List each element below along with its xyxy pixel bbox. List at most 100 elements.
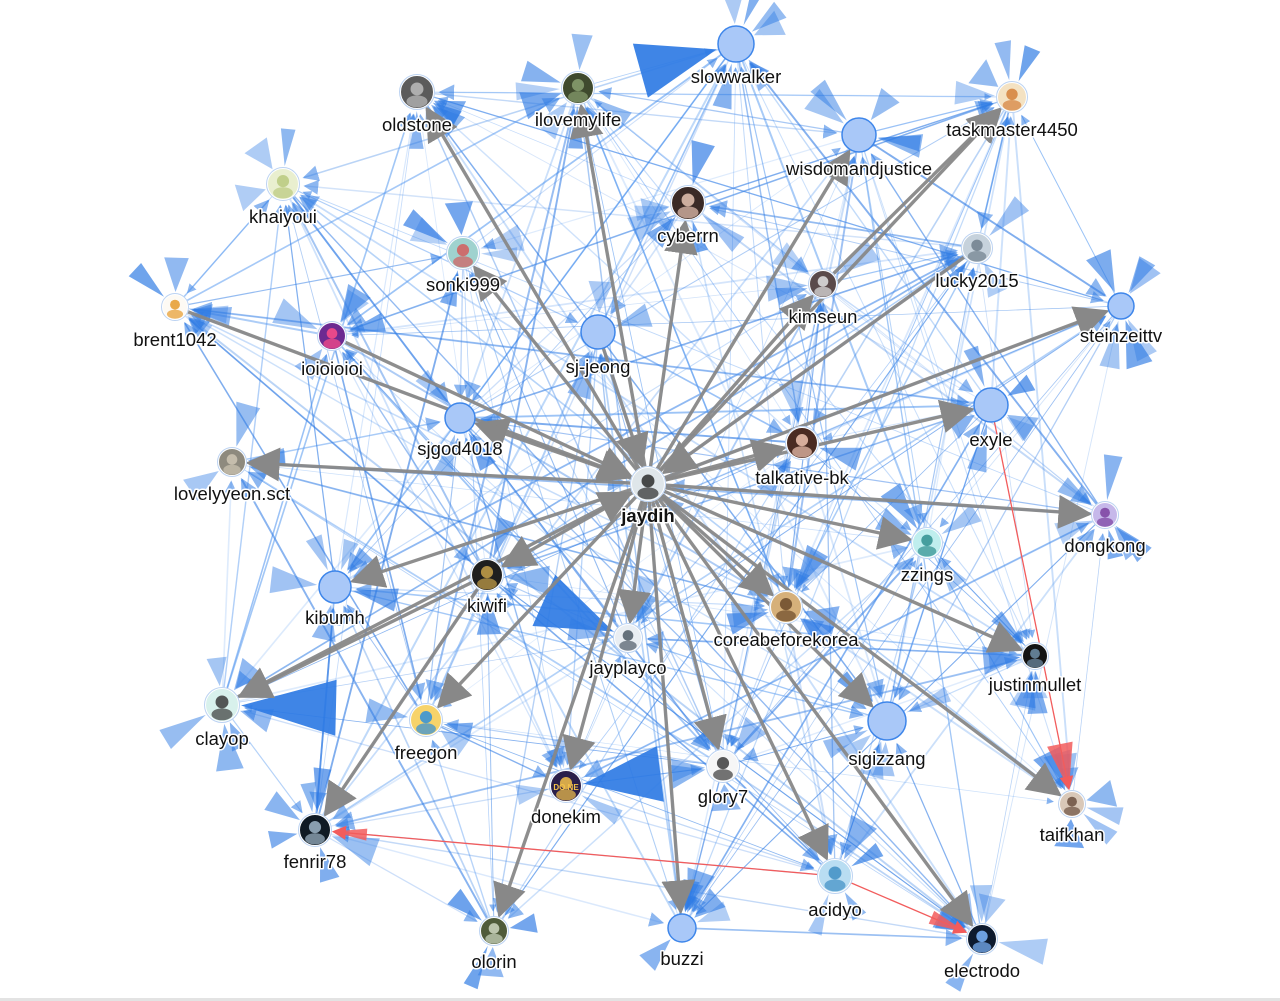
avatar-photo-icon (808, 269, 838, 299)
node-sj-jeong[interactable] (580, 314, 616, 350)
red-edge-exyle-to-taifkhan (990, 404, 1074, 791)
node-kiwifi[interactable] (470, 558, 504, 592)
node-ioioioioi[interactable] (317, 321, 347, 351)
node-sonki999[interactable] (446, 236, 480, 270)
arrowhead-sigizzang (872, 742, 895, 777)
edge-jayplayco-to-steinzeittv (627, 316, 1106, 639)
arrowhead-zzings (941, 504, 982, 535)
edge-glory7-to-zzings (722, 557, 915, 767)
node-lovelyyeon.sct[interactable] (217, 447, 247, 477)
node-circle[interactable] (717, 25, 755, 63)
node-oldstone[interactable] (399, 74, 435, 110)
node-circle[interactable] (580, 314, 616, 350)
node-slowwalker[interactable] (717, 25, 755, 63)
arrowhead-fenrir78 (320, 847, 340, 883)
node-dongkong[interactable] (1091, 501, 1119, 529)
arrowhead-lucky2015 (942, 261, 967, 290)
edge-olorin-to-lovelyyeon.sct (240, 477, 495, 932)
edge-electrodo-to-justinmullet (981, 673, 1035, 940)
edge-sjgod4018-to-lucky2015 (459, 251, 959, 419)
node-fenrir78[interactable] (298, 813, 332, 847)
node-brent1042[interactable] (161, 293, 189, 321)
avatar-field-icon (266, 167, 300, 201)
node-circle[interactable] (1107, 292, 1135, 320)
node-label-sigizzang: sigizzang (848, 748, 925, 769)
node-circle[interactable] (841, 117, 877, 153)
node-cyberrn[interactable] (670, 185, 706, 221)
node-circle[interactable] (867, 701, 907, 741)
edge-khaiyoui-to-glory7 (282, 183, 711, 750)
node-taifkhan[interactable] (1058, 790, 1086, 818)
arrowhead-brent1042 (189, 305, 229, 324)
arrowhead-sigizzang (906, 686, 952, 713)
arrowhead-slowwalker (748, 59, 778, 92)
heavy-edge-kiwifi-to-fenrir78 (323, 574, 489, 818)
arrowhead-brent1042 (164, 257, 189, 292)
avatar-bitcoin-icon (161, 293, 189, 321)
arrowhead-talkative-bk (778, 380, 803, 426)
arrowhead-sj-jeong (616, 303, 653, 327)
node-circle[interactable] (667, 913, 697, 943)
node-label-brent1042: brent1042 (133, 329, 216, 350)
node-kibumh[interactable] (318, 570, 352, 604)
edge-clayop-to-fenrir78 (221, 704, 303, 814)
node-talkative-bk[interactable] (785, 426, 819, 460)
node-freegon[interactable] (409, 703, 443, 737)
avatar-cartoon-icon (911, 527, 943, 559)
edge-sjgod4018-to-electrodo (459, 417, 968, 926)
node-clayop[interactable] (204, 687, 240, 723)
node-taskmaster4450[interactable] (996, 81, 1028, 113)
heavy-edge-jaydih-to-taifkhan (646, 482, 1062, 797)
node-sigizzang[interactable] (867, 701, 907, 741)
node-buzzi[interactable] (667, 913, 697, 943)
node-khaiyoui[interactable] (266, 167, 300, 201)
edge-slowwalker-to-justinmullet (735, 43, 1028, 640)
node-olorin[interactable] (479, 916, 509, 946)
arrowhead-slowwalker (754, 10, 786, 36)
red-arrowhead-electrodo (928, 910, 967, 933)
node-acidyo[interactable] (817, 858, 853, 894)
avatar-dog-icon (996, 81, 1028, 113)
edge-sonki999-to-buzzi (462, 252, 678, 911)
node-ilovemylife[interactable] (561, 71, 595, 105)
node-jayplayco[interactable] (613, 623, 643, 653)
arrowhead-ioioioioi (272, 298, 318, 330)
node-wisdomandjustice[interactable] (841, 117, 877, 153)
edge-kiwifi-to-ilovemylife (486, 107, 581, 576)
heavy-edge-jaydih-to-dongkong (647, 482, 1093, 529)
node-steinzeittv[interactable] (1107, 292, 1135, 320)
arrowhead-clayop (159, 714, 206, 749)
node-circle[interactable] (973, 387, 1009, 423)
node-sjgod4018[interactable] (444, 402, 476, 434)
edge-taskmaster4450-to-talkative-bk (812, 96, 1013, 426)
node-label-fenrir78: fenrir78 (284, 851, 347, 872)
node-label-sj-jeong: sj-jeong (566, 356, 631, 377)
node-exyle[interactable] (973, 387, 1009, 423)
node-coreabeforekorea[interactable] (769, 590, 803, 624)
node-circle[interactable] (318, 570, 352, 604)
edge-sj-jeong-to-donekim (561, 331, 599, 766)
arrowhead-brent1042 (189, 307, 232, 326)
edge-sj-jeong-to-talkative-bk (597, 331, 785, 434)
node-zzings[interactable] (911, 527, 943, 559)
edge-sj-jeong-to-glory7 (597, 331, 720, 746)
node-donekim[interactable]: DO NE (549, 769, 583, 803)
edge-buzzi-to-exyle (681, 423, 981, 929)
arrowhead-taskmaster4450 (1018, 45, 1041, 82)
node-label-dongkong: dongkong (1064, 535, 1145, 556)
node-jaydih[interactable] (630, 466, 666, 502)
node-kimseun[interactable] (808, 269, 838, 299)
node-lucky2015[interactable] (961, 232, 993, 264)
node-label-ilovemylife: ilovemylife (535, 109, 621, 130)
node-justinmullet[interactable] (1021, 642, 1049, 670)
edge-kibumh-to-lucky2015 (334, 257, 960, 588)
edge-dongkong-to-sjgod4018 (479, 416, 1106, 516)
arrowhead-kibumh (311, 604, 336, 642)
node-electrodo[interactable] (966, 923, 998, 955)
heavy-edge-lucky2015-to-jaydih (661, 246, 978, 475)
avatar-woman-icon (785, 426, 819, 460)
node-glory7[interactable] (706, 749, 740, 783)
arrowhead-steinzeittv (1127, 319, 1157, 362)
node-circle[interactable] (444, 402, 476, 434)
arrowhead-kiwifi (504, 565, 550, 595)
